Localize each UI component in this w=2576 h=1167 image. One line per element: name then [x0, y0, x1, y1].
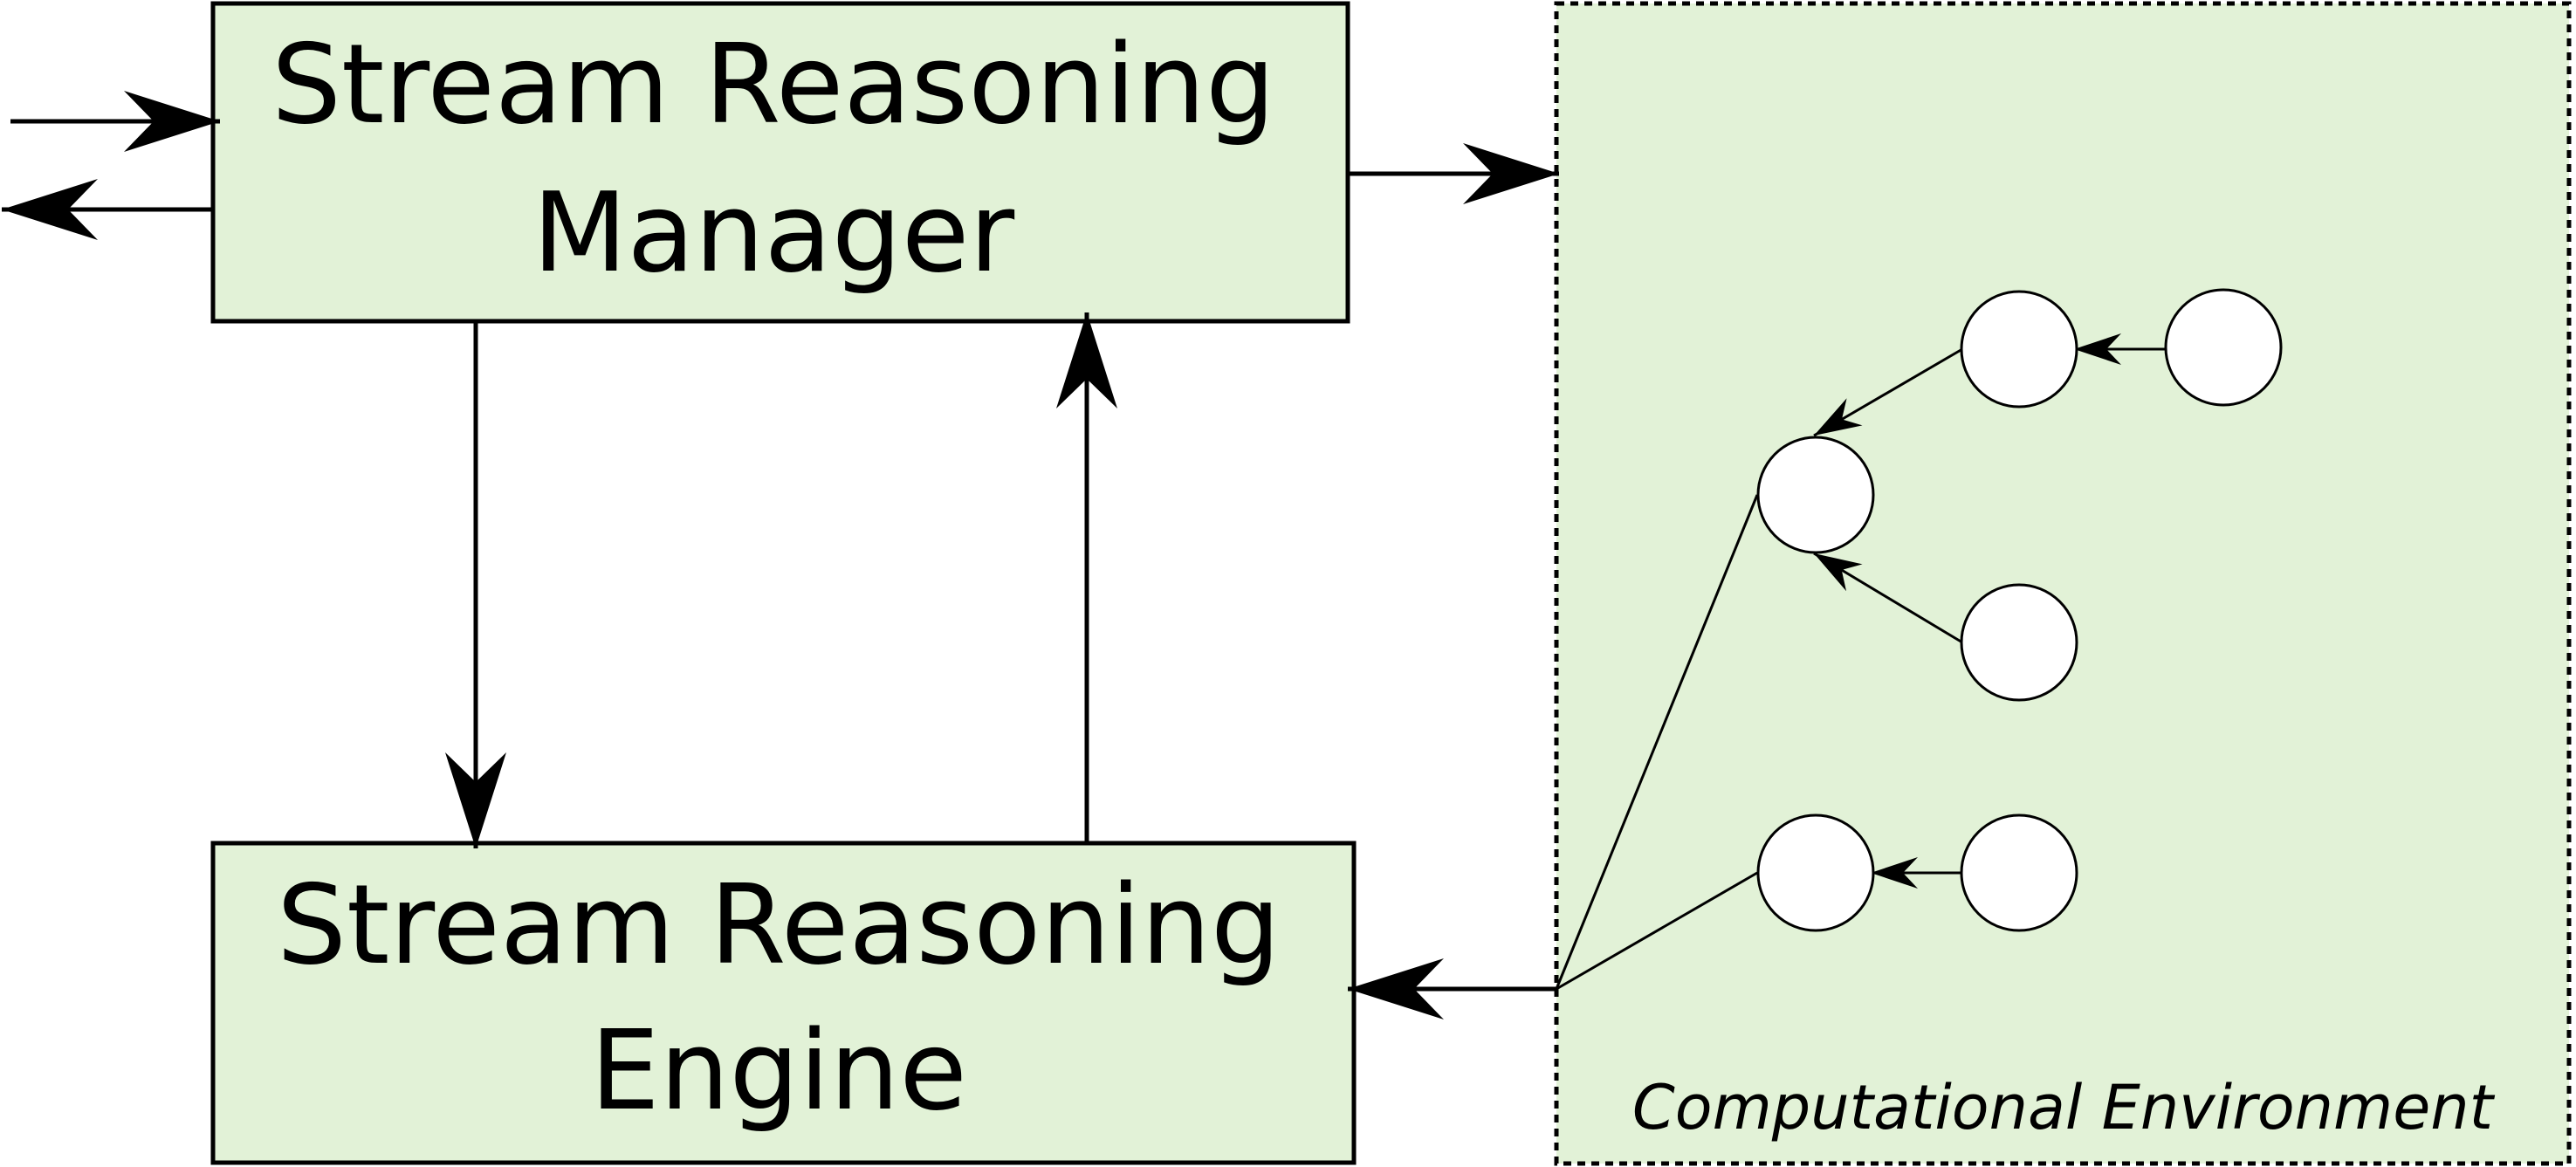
graph-node: [1960, 813, 2078, 932]
computational-environment-box: [1554, 1, 2572, 1166]
graph-node: [1756, 813, 1875, 932]
computational-environment-label: Computational Environment: [1632, 1072, 2496, 1143]
stream-reasoning-engine-box: [210, 841, 1357, 1165]
graph-node: [2164, 288, 2283, 407]
manager-label-line2: Manager: [532, 168, 1014, 297]
manager-label-line1: Stream Reasoning: [271, 20, 1275, 148]
graph-node: [1756, 436, 1875, 554]
edge-n4-to-n3: [1813, 552, 1963, 644]
edge-n3-to-output: [1555, 494, 1759, 990]
graph-node: [1960, 290, 2078, 408]
stream-reasoning-manager-box: [210, 1, 1350, 324]
engine-label-line2: Engine: [590, 1006, 967, 1135]
edge-n5-to-output: [1556, 871, 1758, 991]
edge-n2-to-n3: [1813, 347, 1963, 437]
engine-label-line1: Stream Reasoning: [277, 861, 1281, 989]
graph-node: [1960, 583, 2078, 702]
